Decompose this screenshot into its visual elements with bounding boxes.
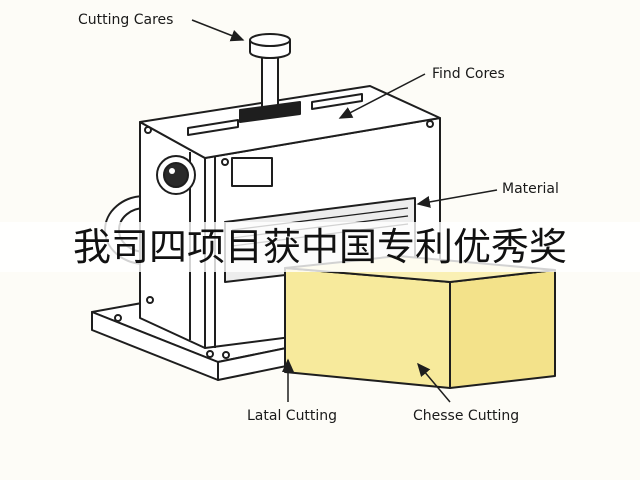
- label-chesse-cutting: Chesse Cutting: [413, 408, 520, 424]
- material-block: [284, 255, 556, 389]
- plunger: [239, 33, 301, 123]
- label-material: Material: [502, 181, 559, 197]
- caption-banner: [0, 222, 640, 272]
- label-cutting-cares: Cutting Cares: [78, 12, 174, 28]
- label-latal-cutting: Latal Cutting: [247, 408, 338, 424]
- arrow-material: [416, 189, 498, 208]
- lens-port: [156, 155, 196, 195]
- label-find-cores: Find Cores: [432, 66, 505, 82]
- arrow-cutting-cares: [191, 19, 245, 42]
- arrow-find-cores: [338, 73, 426, 119]
- caption-text: 我司四项目获中国专利优秀奖: [72, 225, 567, 269]
- arrow-chesse-cutting: [417, 362, 451, 403]
